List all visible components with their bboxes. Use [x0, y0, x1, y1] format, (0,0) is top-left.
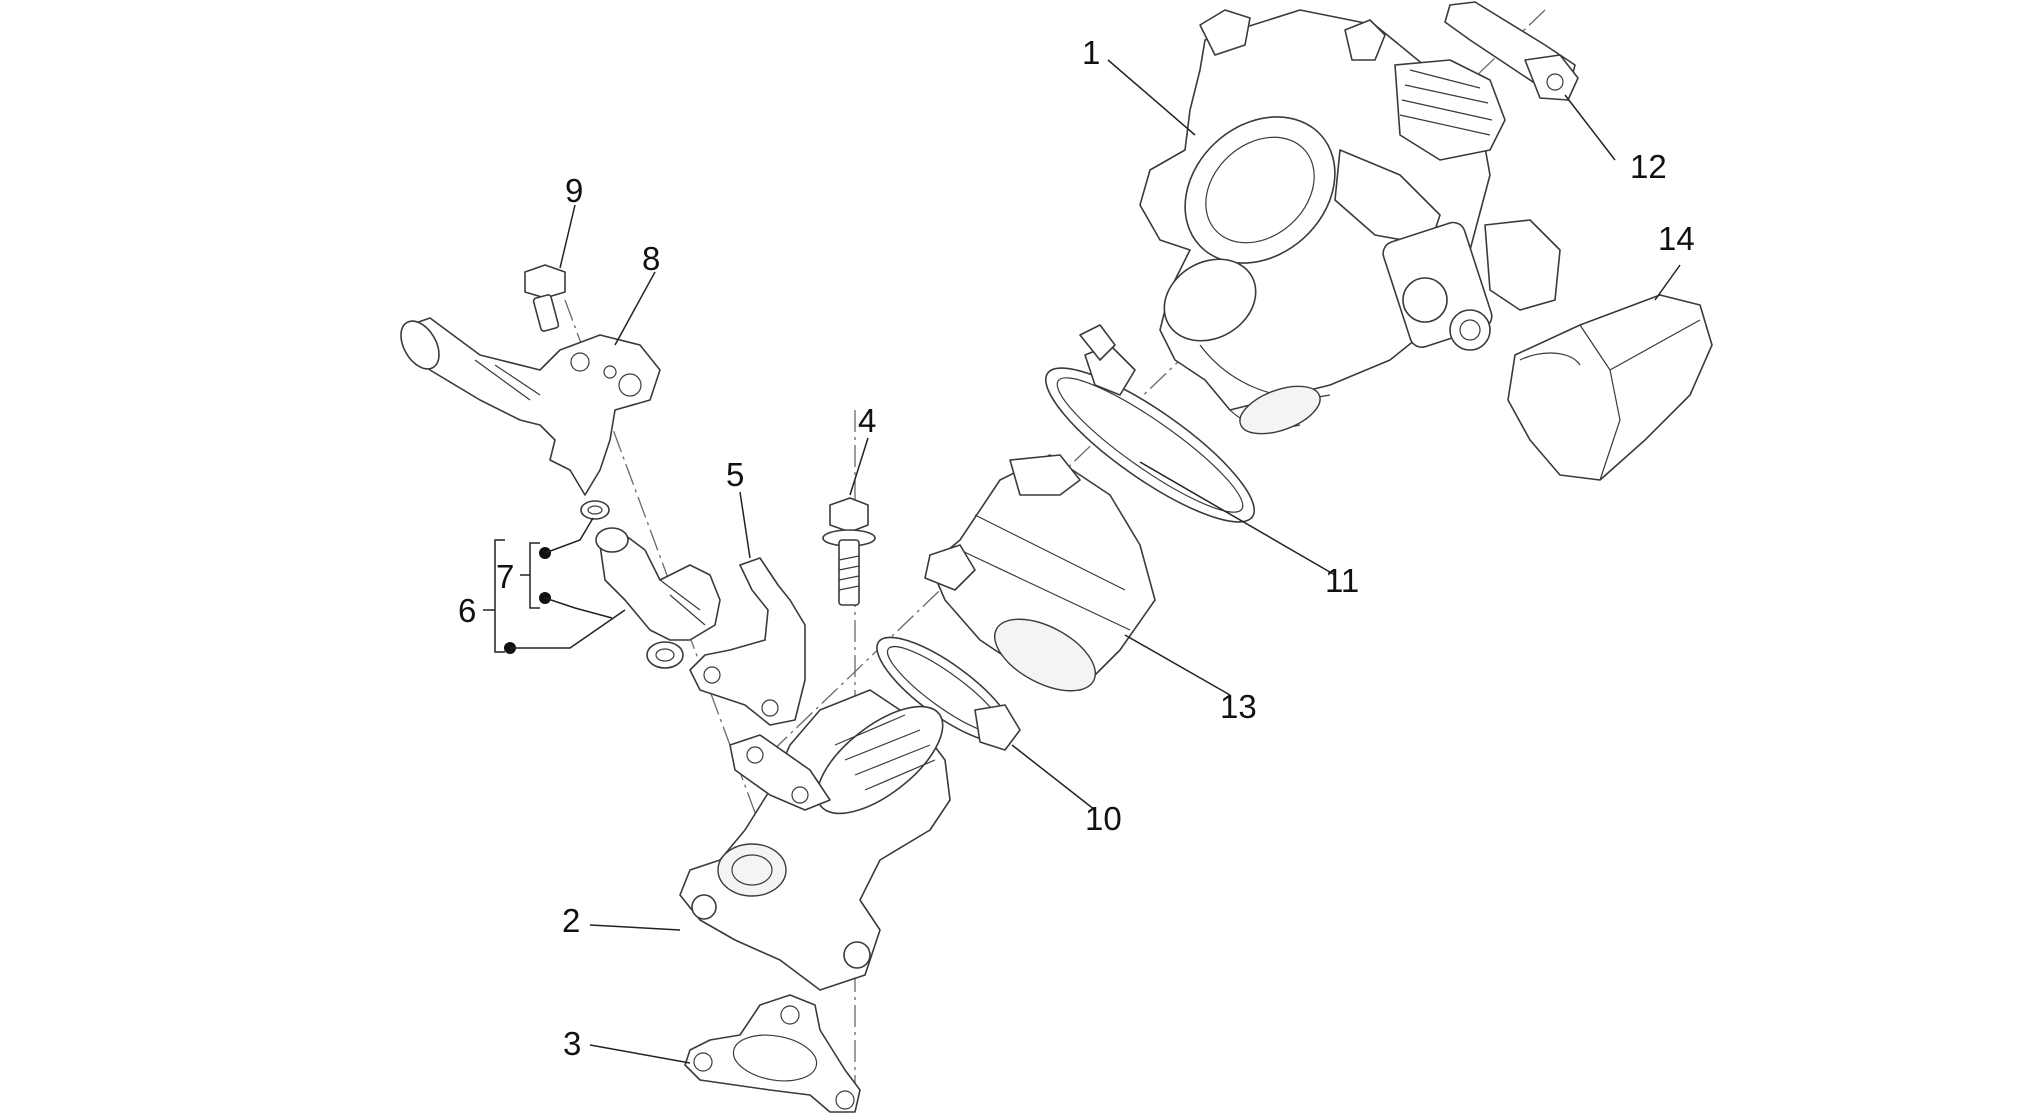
- cover-14: [1507, 294, 1713, 481]
- hose-clamp-12: [1444, 1, 1579, 101]
- throttle-body: [1139, 9, 1561, 435]
- callout-3: 3: [563, 1025, 581, 1062]
- callout-4: 4: [858, 402, 876, 439]
- gasket-3: [684, 994, 861, 1113]
- bracket-5: [689, 557, 806, 726]
- callout-5: 5: [726, 456, 744, 493]
- callout-14: 14: [1658, 220, 1695, 257]
- callout-11: 11: [1325, 562, 1359, 599]
- injector-holder-8: [400, 317, 661, 496]
- callout-13: 13: [1220, 688, 1257, 725]
- callout-12: 12: [1630, 148, 1667, 185]
- hose-clamp-10: [876, 636, 1021, 751]
- callout-9: 9: [565, 172, 583, 209]
- callout-6: 6: [458, 592, 476, 629]
- intake-manifold-2: [679, 689, 951, 991]
- callout-10: 10: [1085, 800, 1122, 837]
- bolt-4: [822, 497, 876, 606]
- callout-2: 2: [562, 902, 580, 939]
- callout-leaders: [559, 59, 1681, 1064]
- callout-7: 7: [496, 558, 514, 595]
- screw-9: [524, 264, 566, 332]
- hose-clamp-11: [1044, 324, 1256, 523]
- callout-1: 1: [1082, 34, 1100, 71]
- intake-coupling-13: [924, 454, 1156, 692]
- callout-bracket-6-7: [483, 517, 626, 654]
- fuel-injector-6: [580, 500, 721, 669]
- callout-labels: 1 2 3 4 5 6 7 8 9 10 11 12 13 14: [458, 34, 1695, 1062]
- callout-8: 8: [642, 240, 660, 277]
